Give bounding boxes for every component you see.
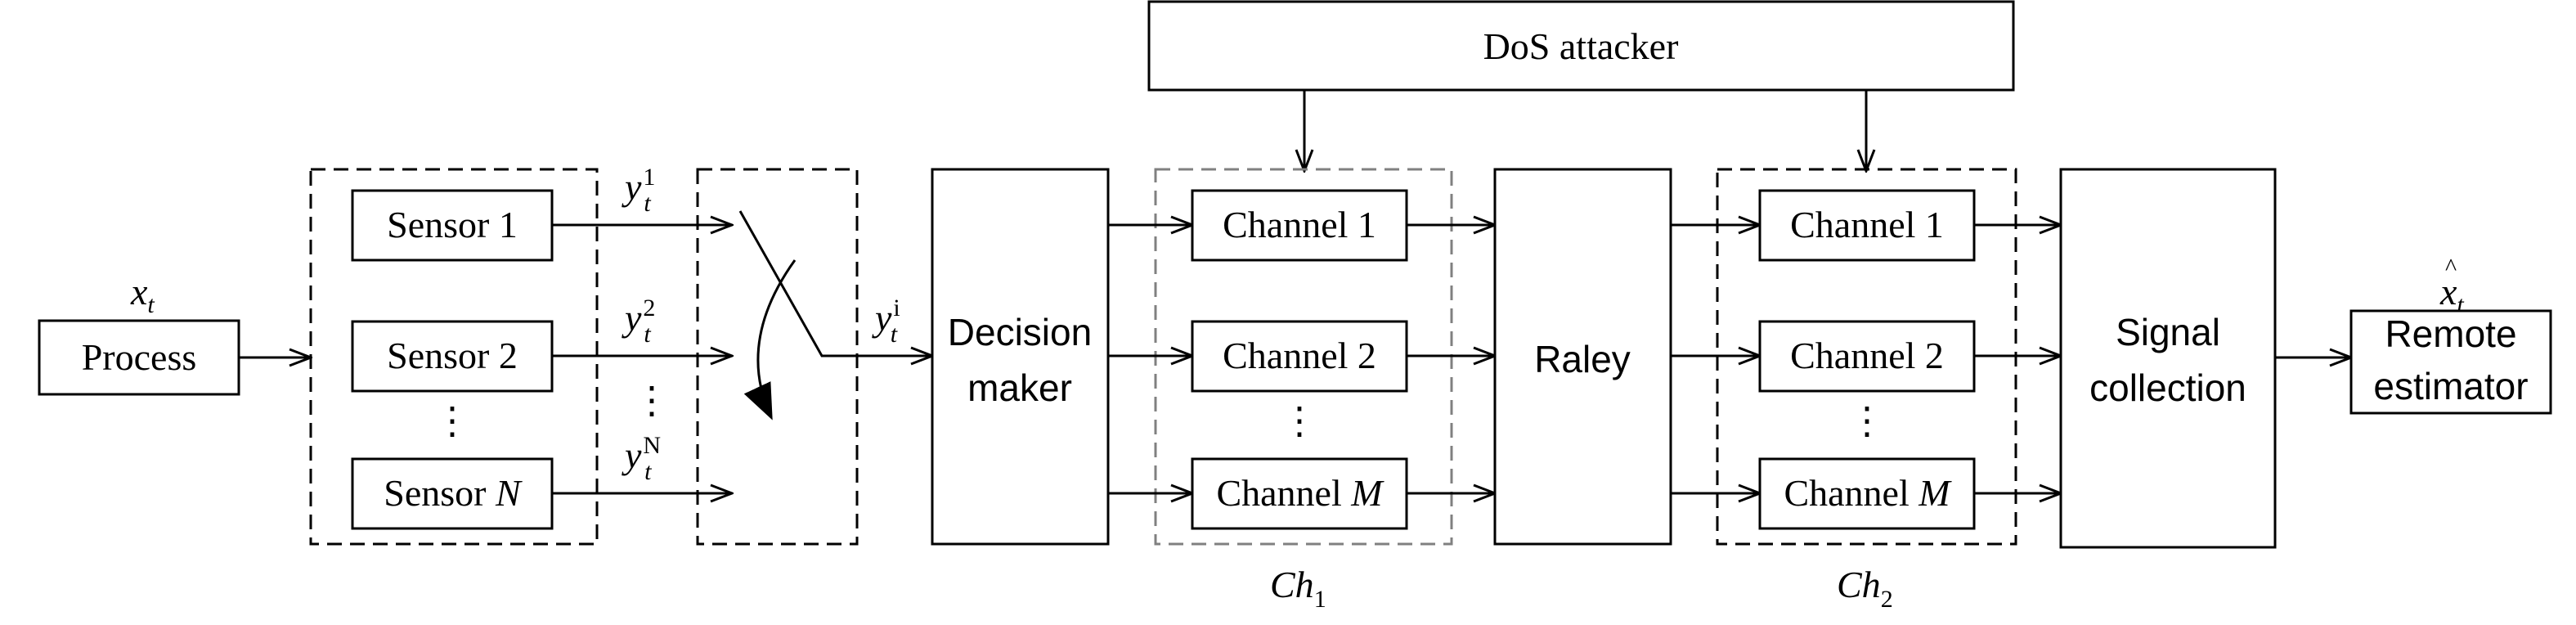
remote-estimator-block: Remote estimator [2349,309,2552,415]
svg-text:Channel M: Channel M [1784,472,1952,514]
switch-rotation-arrow [743,259,797,420]
sensor-2-block: Sensor 2 [351,320,554,393]
dos-attacker-label: DoS attacker [1483,25,1679,67]
ch1-ellipsis: ⋮ [1281,400,1318,442]
relay-block: Raley [1493,168,1672,546]
signal-collection-line2: collection [2089,366,2246,409]
signal-collection-block: Signal collection [2059,168,2277,549]
estimate-x-hat-label: xt [2439,271,2464,318]
sensor-n-label: Sensor N [384,472,523,514]
sensor-1-label: Sensor 1 [387,204,518,245]
svg-text:Channel 2: Channel 2 [1790,335,1944,376]
ch2-channel-1-block: Channel 1 [1758,189,1976,262]
svg-text:Channel M: Channel M [1216,472,1384,514]
decision-maker-block: Decision maker [931,168,1110,546]
sensor-ellipsis: ⋮ [433,400,471,442]
ch1-channel-2-block: Channel 2 [1191,320,1408,393]
sensor-n-block: Sensor N [351,457,554,530]
state-x-label: xt [130,271,155,318]
ch2-group-label: Ch2 [1837,564,1893,613]
sensor-1-block: Sensor 1 [351,189,554,262]
svg-text:Channel 1: Channel 1 [1223,204,1376,245]
process-label: Process [82,336,197,378]
svg-text:Channel 2: Channel 2 [1223,335,1376,376]
svg-text:Channel 1: Channel 1 [1790,204,1944,245]
sensor-2-label: Sensor 2 [387,335,518,376]
process-block: Process [38,319,240,396]
decision-maker-line1: Decision [948,311,1092,353]
remote-estimator-line2: estimator [2373,365,2528,407]
measurement-ellipsis: ⋮ [633,380,671,421]
switch-lever-and-output [738,210,932,356]
ch2-ellipsis: ⋮ [1848,400,1886,442]
remote-estimator-line1: Remote [2385,312,2516,355]
estimate-hat-mark: ^ [2445,254,2457,281]
relay-label: Raley [1534,338,1631,380]
ch1-group-label: Ch1 [1270,564,1326,613]
dos-attacker-block: DoS attacker [1147,0,2015,92]
ch2-channel-2-block: Channel 2 [1758,320,1976,393]
ch1-channel-1-block: Channel 1 [1191,189,1408,262]
ch2-channel-m-block: Channel M [1758,457,1976,530]
signal-collection-line1: Signal [2116,311,2220,353]
decision-maker-line2: maker [967,366,1072,409]
ch1-channel-m-block: Channel M [1191,457,1408,530]
sensor-group-frame [309,168,599,546]
